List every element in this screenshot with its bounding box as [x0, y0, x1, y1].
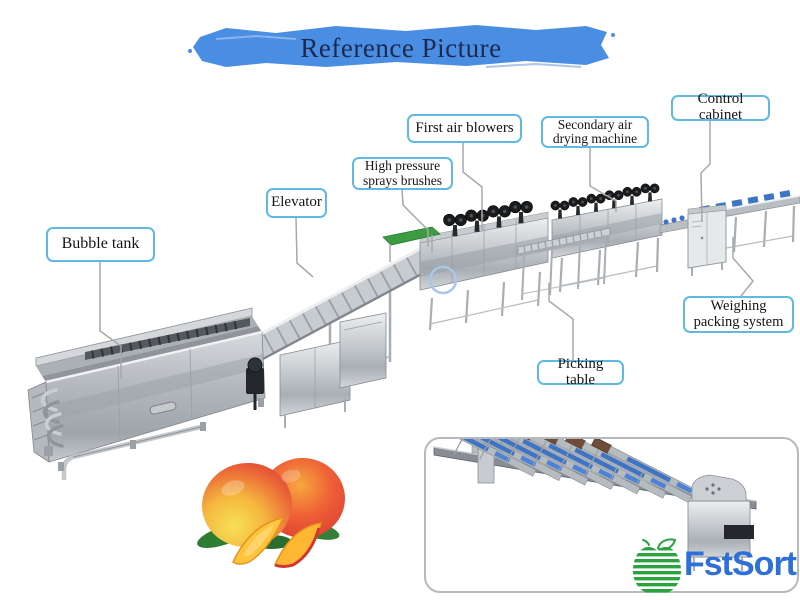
bubble-tank-illustration — [27, 307, 266, 480]
control-cabinet-illustration — [687, 204, 727, 276]
label-picking-table: Picking table — [537, 356, 624, 387]
picking-table-illustration — [517, 227, 611, 301]
label-bubble-tank: Bubble tank — [46, 227, 155, 262]
leaf-icon — [656, 538, 677, 551]
fstsort-logo: FstSort — [627, 537, 799, 599]
banner: Reference Picture — [186, 17, 616, 77]
logo-text: FstSort — [684, 545, 797, 583]
label-high-pressure-sprays-brushes: High pressure sprays brushes — [352, 157, 453, 190]
label-elevator: Elevator — [266, 188, 327, 218]
label-first-air-blowers: First air blowers — [407, 114, 522, 143]
washer-machine-illustration — [382, 200, 549, 331]
sorter-machine-cabinet — [687, 474, 754, 571]
label-control-cabinet: Control cabinet — [671, 91, 770, 123]
brush-stroke — [188, 25, 615, 68]
sorting-lanes — [426, 439, 719, 508]
label-weighing-packing-system: Weighing packing system — [683, 296, 794, 333]
label-secondary-air-drying-machine: Secondary air drying machine — [541, 116, 649, 148]
mango-illustration — [195, 452, 347, 570]
inset-weighing-machine-photo — [424, 437, 799, 593]
label-connector-lines — [99, 121, 754, 379]
elevator-illustration — [244, 237, 456, 428]
page-title: Reference Picture — [300, 32, 502, 63]
striped-apple-icon — [633, 538, 681, 593]
